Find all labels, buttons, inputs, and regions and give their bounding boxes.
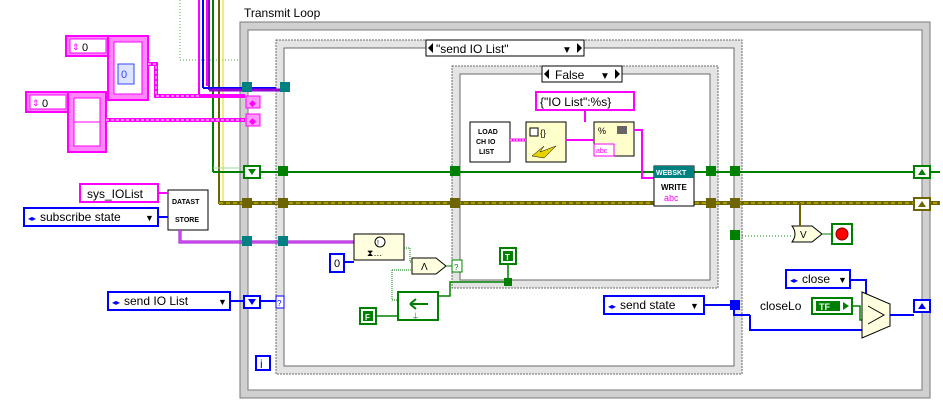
svg-text:?: ? [454, 263, 459, 272]
stop-terminal[interactable] [831, 223, 853, 245]
decrement-icon [428, 43, 433, 53]
build-array-node[interactable]: ◆ ◆ [245, 95, 261, 127]
enum-constant-send-io-list[interactable]: ◂▸ send IO List ▼ [107, 291, 231, 311]
svg-text:close: close [802, 272, 830, 286]
svg-text:subscribe state: subscribe state [40, 210, 121, 224]
stop-icon [835, 227, 849, 241]
chevron-down-icon: ▼ [690, 301, 699, 311]
increment-icon [577, 43, 582, 53]
numeric-array-top[interactable]: 0 [107, 35, 149, 101]
chevron-down-icon: ▼ [145, 213, 154, 223]
svg-text:?: ? [277, 299, 282, 308]
load-ch-io-list-subvi[interactable]: LOAD CH IO LIST [469, 121, 511, 163]
svg-text:WRITE: WRITE [661, 183, 687, 192]
svg-text:LIST: LIST [479, 149, 495, 156]
svg-text:DATAST: DATAST [172, 199, 200, 206]
chevron-down-icon: ▼ [218, 297, 227, 307]
string-constant-format[interactable]: {"IO List":%s} [535, 91, 635, 111]
iteration-terminal[interactable]: i [255, 355, 271, 371]
stepper-icon: ⇕ [72, 42, 80, 52]
decrement-icon [544, 69, 549, 79]
enum-constant-close[interactable]: ◂▸ close ▼ [785, 269, 851, 289]
enum-arrows-icon: ◂▸ [790, 276, 798, 285]
svg-text:abc: abc [664, 193, 679, 203]
numeric-array-left[interactable] [67, 91, 107, 153]
enum-arrows-icon: ◂▸ [112, 298, 120, 307]
stepper-icon: ⇕ [32, 98, 40, 108]
datastore-subvi[interactable]: DATAST STORE [167, 189, 209, 231]
shift-register-icon [409, 298, 428, 310]
svg-text:%: % [598, 126, 606, 136]
close-loop-label: closeLo [760, 299, 802, 313]
bool-constant-true[interactable]: T [499, 247, 517, 265]
svg-text:send IO List: send IO List [124, 294, 189, 308]
or-icon: V [800, 230, 807, 241]
case-outer-label: "send IO List" [436, 42, 509, 56]
svg-text:STORE: STORE [175, 217, 199, 224]
enum-constant-send-state[interactable]: ◂▸ send state ▼ [603, 295, 705, 315]
array-icon: ◆ [249, 116, 256, 126]
arrow-up-icon [918, 169, 926, 175]
arrow-down-icon [248, 299, 256, 305]
svg-text:0: 0 [334, 258, 340, 270]
chevron-down-icon: ▼ [562, 45, 572, 56]
loop-tunnels: ? [242, 82, 740, 310]
select-icon [867, 305, 886, 325]
svg-text:CH IO: CH IO [476, 139, 496, 146]
svg-text:F: F [365, 313, 370, 322]
numeric-control-left[interactable]: ⇕ 0 [25, 91, 71, 113]
format-into-string[interactable]: % abc [593, 121, 635, 157]
shift-register-right[interactable] [913, 165, 931, 313]
svg-text:LOAD: LOAD [478, 129, 498, 136]
array-icon: ◆ [249, 98, 256, 108]
arrow-up-icon [918, 303, 926, 309]
wait-icon: ! [377, 240, 379, 247]
hourglass-icon: ⧗… [367, 248, 382, 258]
case-selector-outer[interactable]: "send IO List" ▼ [425, 39, 585, 57]
and-function[interactable]: Λ [411, 257, 447, 275]
svg-text:0: 0 [42, 98, 48, 110]
init-icon: ⍊ [413, 311, 418, 320]
numeric-constant-wait[interactable]: 0 [329, 253, 345, 273]
arrow-down-icon [248, 169, 256, 175]
svg-text:send state: send state [620, 298, 676, 312]
chevron-down-icon: ▼ [838, 275, 847, 285]
string-constant-sys-iolist[interactable]: sys_IOList [79, 183, 159, 203]
svg-text:{}: {} [540, 128, 546, 138]
enum-arrows-icon: ◂▸ [608, 302, 616, 311]
svg-text:TF: TF [819, 302, 830, 312]
or-function[interactable]: V [791, 225, 823, 243]
svg-text:T: T [505, 253, 510, 262]
enum-arrows-icon: ◂▸ [28, 214, 36, 223]
select-function[interactable] [861, 291, 891, 339]
wire-purple-refnum [178, 230, 360, 244]
iteration-label: i [260, 357, 263, 371]
increment-icon [615, 69, 620, 79]
wait-function[interactable]: ! ⧗… [353, 233, 405, 261]
arrow-up-icon [918, 201, 926, 207]
svg-text:{"IO List":%s}: {"IO List":%s} [540, 95, 611, 109]
bool-constant-false[interactable]: F [359, 307, 377, 325]
bool-indicator-question: ? [451, 259, 463, 273]
case-inner-label: False [555, 68, 585, 82]
bool-control-close-loop[interactable]: TF [811, 297, 853, 315]
svg-text:0: 0 [121, 69, 127, 81]
flatten-json-subvi[interactable]: {} [525, 121, 567, 163]
and-icon: Λ [421, 262, 428, 273]
feedback-node[interactable]: ⍊ [397, 291, 439, 321]
numeric-control-top[interactable]: ⇕ 0 [65, 35, 111, 57]
chevron-down-icon: ▼ [600, 71, 610, 82]
svg-text:abc: abc [596, 148, 608, 155]
svg-text:0: 0 [82, 42, 88, 54]
websocket-write-subvi[interactable]: WEBSKT WRITE abc [653, 165, 695, 207]
enum-constant-subscribe-state[interactable]: ◂▸ subscribe state ▼ [23, 207, 159, 227]
wire-top-verticals [198, 0, 224, 204]
case-selector-inner[interactable]: False ▼ [541, 65, 623, 83]
loop-title: Transmit Loop [244, 6, 321, 20]
svg-text:sys_IOList: sys_IOList [87, 187, 144, 201]
svg-text:WEBSKT: WEBSKT [656, 170, 687, 177]
flatten-icon [531, 145, 557, 159]
